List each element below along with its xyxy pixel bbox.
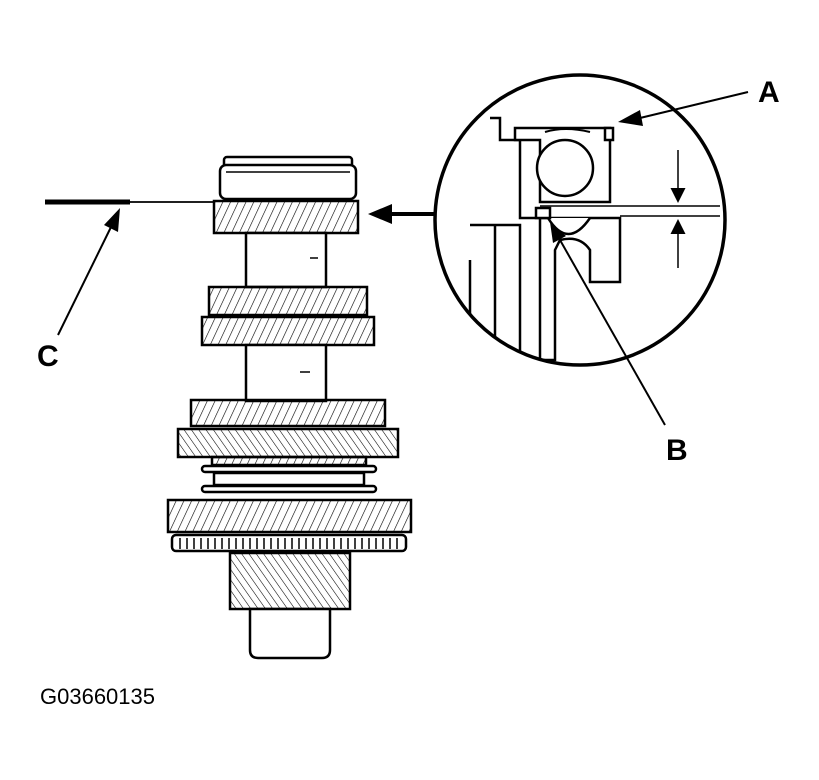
large-gear — [166, 498, 413, 534]
shaft-end — [248, 607, 332, 660]
shaft-section-upper — [244, 231, 328, 289]
shaft-assembly — [166, 155, 413, 660]
detail-housing — [468, 223, 522, 365]
detail-view — [433, 73, 727, 367]
detail-pointer-arrow — [368, 204, 435, 224]
top-bearing — [218, 155, 358, 201]
drive-gear — [228, 551, 352, 611]
callout-b-label: B — [666, 434, 688, 467]
gear-2 — [207, 285, 369, 317]
callout-a: A — [618, 76, 780, 126]
gear-5 — [176, 427, 400, 459]
detail-bearing-ball — [535, 138, 595, 198]
callout-b: B — [550, 222, 688, 467]
top-gear — [212, 199, 360, 235]
detail-gear — [538, 216, 622, 362]
callout-c: C — [37, 208, 120, 373]
callout-c-label: C — [37, 340, 59, 373]
figure-id: G03660135 — [40, 684, 155, 709]
detail-circle-outline — [433, 73, 727, 367]
gear-3 — [200, 315, 376, 347]
synchro-rings — [200, 455, 378, 494]
gear-4 — [189, 398, 387, 428]
reluctor-ring — [170, 533, 408, 553]
shaft-section-middle — [244, 343, 328, 403]
callout-a-label: A — [758, 76, 780, 109]
snap-ring — [534, 206, 552, 220]
